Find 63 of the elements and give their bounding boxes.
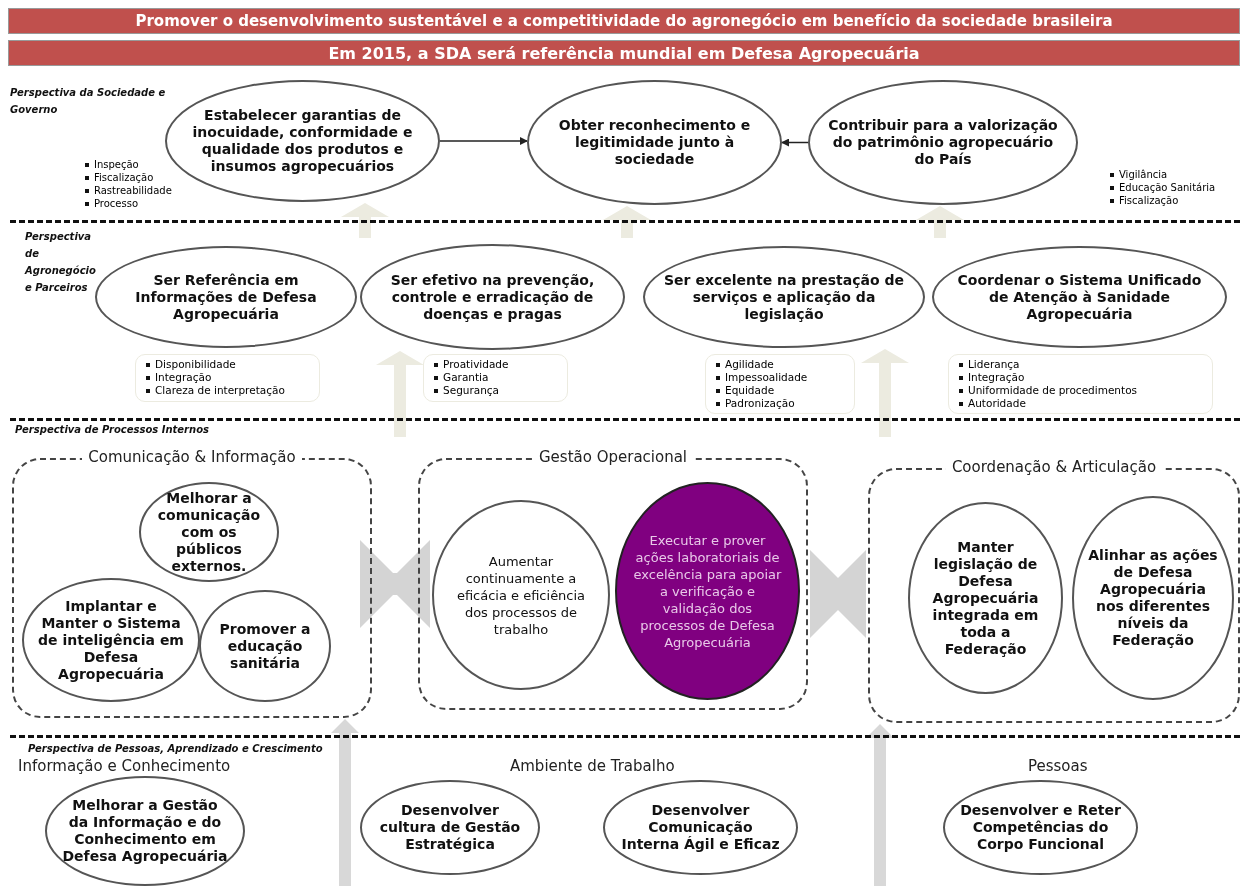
bullet-text: Padronização bbox=[725, 397, 795, 410]
perspective-label: Perspectiva de Pessoas, Aprendizado e Crescimento bbox=[28, 742, 324, 756]
objective-ellipse: Desenvolver cultura de Gestão Estratégica bbox=[360, 780, 540, 875]
group-heading: Comunicação & Informação bbox=[82, 448, 302, 466]
bullet-item: Rastreabilidade bbox=[94, 184, 172, 197]
block-arrow bbox=[861, 349, 909, 437]
bullet-item: Processo bbox=[94, 197, 139, 210]
objective-ellipse: Ser Referência em Informações de Defesa Agropecuária bbox=[95, 246, 357, 348]
bullet-text: Agilidade bbox=[725, 358, 774, 371]
block-arrow bbox=[603, 206, 651, 238]
group-heading: Gestão Operacional bbox=[532, 448, 694, 466]
vision-banner: Em 2015, a SDA será referência mundial em Defesa Agropecuária bbox=[8, 40, 1240, 66]
section-heading: Ambiente de Trabalho bbox=[510, 757, 675, 775]
bullet-text: Proatividade bbox=[443, 358, 509, 371]
objective-ellipse: Ser excelente na prestação de serviços e aplicação da legislação bbox=[643, 246, 925, 348]
block-arrow bbox=[810, 550, 866, 638]
bullet-text: Segurança bbox=[443, 384, 500, 397]
bullet-item: Inspeção bbox=[94, 158, 139, 171]
objective-ellipse: Obter reconhecimento e legitimidade junto à sociedade bbox=[527, 80, 782, 205]
objective-ellipse: Desenvolver e Reter Competências do Corpo Funcional bbox=[943, 780, 1138, 875]
bullet-item: Fiscalização bbox=[1119, 194, 1179, 207]
bullet-text: Impessoalidade bbox=[725, 371, 808, 384]
objective-ellipse: Executar e prover ações laboratoriais de excelência para apoiar a verificação e validação dos processos de Defesa Agropecuária bbox=[615, 482, 800, 700]
attribute-box bbox=[135, 354, 320, 402]
section-heading: Pessoas bbox=[1028, 757, 1088, 775]
objective-ellipse: Contribuir para a valorização do patrimônio agropecuário do País bbox=[808, 80, 1078, 205]
bullet-text: Uniformidade de procedimentos bbox=[968, 384, 1138, 397]
bullet-item: Educação Sanitária bbox=[1119, 181, 1216, 194]
objective-ellipse: Desenvolver Comunicação Interna Ágil e Eficaz bbox=[603, 780, 798, 875]
attribute-box bbox=[423, 354, 568, 402]
bullet-text: Garantia bbox=[443, 371, 489, 384]
group-heading: Coordenação & Articulação bbox=[945, 458, 1163, 476]
bullet-text: Integração bbox=[155, 371, 212, 384]
objective-ellipse: Melhorar a comunicação com os públicos externos. bbox=[139, 482, 279, 582]
bullet-item: Fiscalização bbox=[94, 171, 154, 184]
block-arrow bbox=[331, 719, 359, 886]
objective-ellipse: Alinhar as ações de Defesa Agropecuária nos diferentes níveis da Federação bbox=[1072, 496, 1234, 700]
bullet-text: Liderança bbox=[968, 358, 1020, 371]
attribute-box bbox=[705, 354, 855, 414]
objective-ellipse: Implantar e Manter o Sistema de inteligência em Defesa Agropecuária bbox=[22, 578, 200, 702]
perspective-label: Perspectiva de Processos Internos bbox=[15, 423, 210, 437]
bullet-item: Vigilância bbox=[1119, 168, 1168, 181]
objective-ellipse: Aumentar continuamente a eficácia e eficiência dos processos de trabalho bbox=[432, 500, 610, 690]
block-arrow bbox=[376, 351, 424, 437]
bullet-text: Disponibilidade bbox=[155, 358, 236, 371]
objective-ellipse: Melhorar a Gestão da Informação e do Conhecimento em Defesa Agropecuária bbox=[45, 776, 245, 886]
arrow bbox=[439, 137, 528, 145]
bullet-text: Equidade bbox=[725, 384, 775, 397]
objective-ellipse: Promover a educação sanitária bbox=[199, 590, 331, 702]
title-banner: Promover o desenvolvimento sustentável e a competitividade do agronegócio em benefício da sociedade brasileira bbox=[8, 8, 1240, 34]
bullet-text: Integração bbox=[968, 371, 1025, 384]
bullet-text: Autoridade bbox=[968, 397, 1026, 410]
block-arrow bbox=[341, 203, 389, 238]
attribute-box bbox=[948, 354, 1213, 414]
objective-ellipse: Coordenar o Sistema Unificado de Atenção à Sanidade Agropecuária bbox=[932, 246, 1227, 348]
bullet-text: Clareza de interpretação bbox=[155, 384, 285, 397]
block-arrow bbox=[360, 540, 430, 628]
block-arrow bbox=[916, 206, 964, 238]
perspective-label: Perspectiva de Agronegócio e Parceiros bbox=[25, 230, 95, 295]
perspective-label: Perspectiva da Sociedade e Governo bbox=[10, 86, 167, 117]
objective-ellipse: Manter legislação de Defesa Agropecuária integrada em toda a Federação bbox=[908, 502, 1063, 694]
objective-ellipse: Ser efetivo na prevenção, controle e erradicação de doenças e pragas bbox=[360, 244, 625, 350]
arrow bbox=[781, 138, 809, 147]
